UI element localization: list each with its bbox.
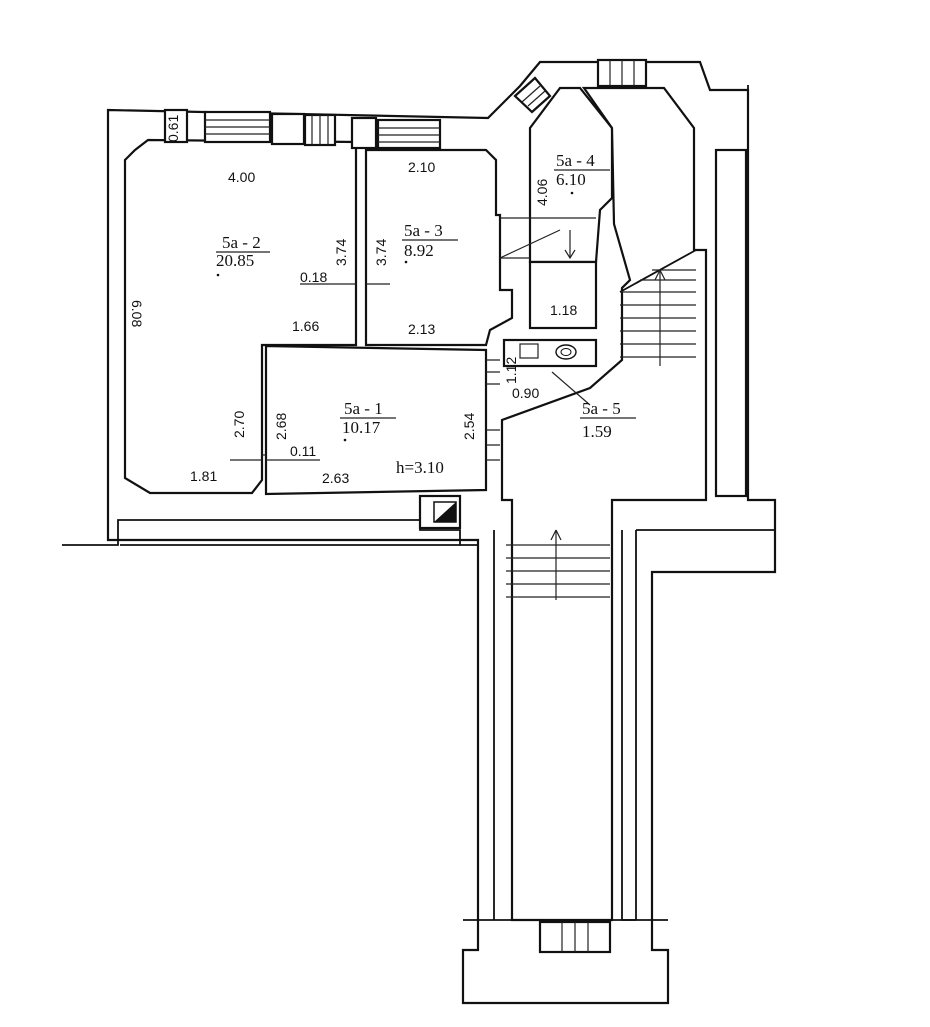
lower-walls [62, 85, 775, 921]
closet-1-18-floor [528, 260, 598, 330]
dim-4-00: 4.00 [228, 169, 255, 185]
piers [163, 108, 378, 150]
room-5a-5-floor [500, 86, 708, 922]
dim-1-12: 1.12 [503, 357, 519, 384]
room-name-5a-3: 5a - 3 [404, 221, 443, 240]
dim-0-61: 0.61 [165, 115, 181, 142]
dim-6-08: 6.08 [129, 300, 145, 327]
sink-icon [519, 343, 539, 359]
dim-0-90: 0.90 [512, 385, 539, 401]
wc-floor [502, 338, 598, 368]
room-area-5a-5: 1.59 [582, 422, 612, 441]
dim-3-74-left: 3.74 [333, 239, 349, 266]
dim-1-66: 1.66 [292, 318, 319, 334]
dim-2-10: 2.10 [408, 159, 435, 175]
fixtures [418, 217, 596, 530]
toilet-icon [555, 344, 577, 360]
room-area-5a-2: 20.85 [216, 251, 254, 270]
window-top-room3 [376, 118, 442, 150]
room-name-5a-5: 5a - 5 [582, 399, 621, 418]
ceiling-height-label: h=3.10 [396, 458, 444, 477]
area-markers [216, 191, 574, 442]
dim-4-06: 4.06 [534, 179, 550, 206]
dimension-lines [230, 283, 390, 461]
window-top-left [203, 110, 272, 144]
room-name-5a-4: 5a - 4 [556, 151, 595, 170]
dimension-labels: 0.61 4.00 6.08 3.74 0.18 1.66 2.70 1.81 … [129, 115, 577, 486]
room-label-5a-2: 5a - 2 20.85 [216, 233, 270, 270]
right-shaft-floor [714, 148, 748, 498]
window-top-middle [303, 113, 337, 147]
room-area-5a-4: 6.10 [556, 170, 586, 189]
door-openings [262, 359, 500, 461]
window-top-right [596, 58, 648, 88]
dim-3-74-right: 3.74 [373, 239, 389, 266]
stair-lower [506, 529, 610, 600]
windows [203, 58, 648, 954]
stair-lower-arrow [550, 529, 562, 541]
room-name-5a-2: 5a - 2 [222, 233, 261, 252]
dim-2-13: 2.13 [408, 321, 435, 337]
room-area-5a-1: 10.17 [342, 418, 381, 437]
room-label-5a-5: 5a - 5 1.59 [580, 399, 636, 441]
dim-2-68: 2.68 [273, 413, 289, 440]
window-bottom [538, 920, 612, 954]
lower-wall-1 [62, 519, 479, 920]
dim-1-81: 1.81 [190, 468, 217, 484]
outer-walls [106, 60, 777, 1005]
dim-0-18: 0.18 [300, 269, 327, 285]
dim-2-54: 2.54 [461, 413, 477, 440]
dim-2-70: 2.70 [231, 411, 247, 438]
room-area-5a-3: 8.92 [404, 241, 434, 260]
room-5a-1-floor [264, 344, 488, 496]
window-angled [513, 76, 552, 114]
room-name-5a-1: 5a - 1 [344, 399, 383, 418]
dim-1-18: 1.18 [550, 302, 577, 318]
room-label-5a-1: 5a - 1 10.17 [340, 399, 396, 437]
chimney-box [418, 494, 462, 530]
dim-2-63: 2.63 [322, 470, 349, 486]
room-label-5a-4: 5a - 4 6.10 [554, 151, 610, 189]
room-label-5a-3: 5a - 3 8.92 [402, 221, 458, 260]
dim-0-11: 0.11 [290, 443, 316, 459]
stair-upper [619, 249, 697, 366]
stair-arrow-up [654, 269, 666, 281]
room-5a-3-floor [364, 148, 514, 347]
